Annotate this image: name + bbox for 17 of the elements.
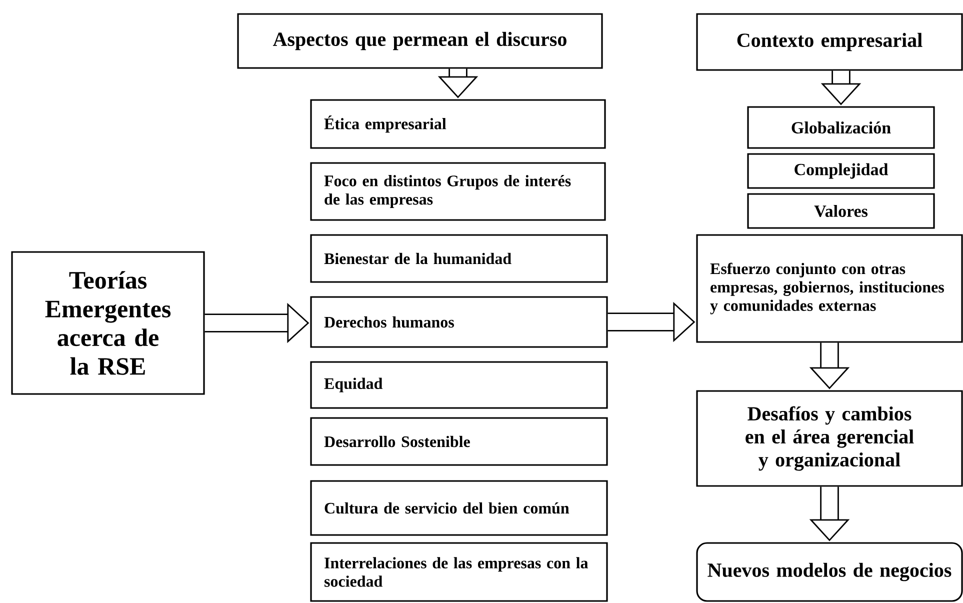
text-box: Bienestar de la humanidad (310, 234, 608, 283)
text-box: Equidad (310, 361, 608, 409)
header-box: Aspectos que permean el discurso (237, 13, 603, 69)
header-box: Nuevos modelos de negocios (696, 542, 963, 602)
text-box: Foco en distintos Grupos de interés de las empresas (310, 162, 606, 221)
text-box: Globalización (747, 106, 935, 149)
text-box: Esfuerzo conjunto con otras empresas, gobiernos, instituciones y comunidades externas (696, 234, 963, 343)
text-box: Interrelaciones de las empresas con la sociedad (310, 542, 608, 602)
text-box: Ética empresarial (310, 99, 606, 149)
text-box: Desarrollo Sostenible (310, 417, 608, 466)
source-box: Teorías Emergentes acerca de la RSE (11, 251, 205, 395)
text-box: Complejidad (747, 153, 935, 189)
header-box: Contexto empresarial (696, 13, 963, 71)
text-box: Cultura de servicio del bien común (310, 480, 608, 536)
text-box: Valores (747, 193, 935, 229)
header-box: Desafíos y cambios en el área gerencial y organizacional (696, 390, 963, 487)
text-box: Derechos humanos (310, 296, 608, 348)
